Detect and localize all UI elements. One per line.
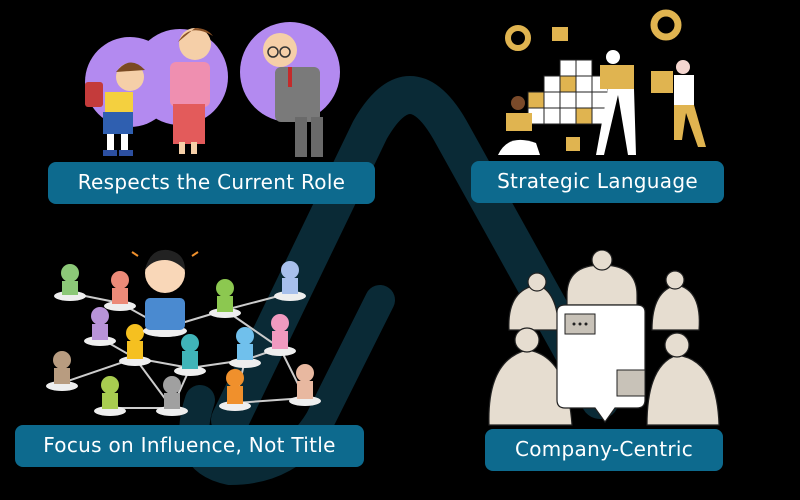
label-respects-current-role: Respects the Current Role bbox=[48, 162, 375, 204]
building-blocks-team-icon bbox=[498, 9, 706, 155]
label-strategic-language: Strategic Language bbox=[471, 161, 724, 203]
label-company-centric: Company-Centric bbox=[485, 429, 723, 471]
bowing-people-icon bbox=[85, 22, 340, 157]
team-meeting-icon bbox=[488, 250, 720, 426]
label-focus-on-influence: Focus on Influence, Not Title bbox=[15, 425, 364, 467]
network-influence-icon bbox=[46, 249, 321, 416]
